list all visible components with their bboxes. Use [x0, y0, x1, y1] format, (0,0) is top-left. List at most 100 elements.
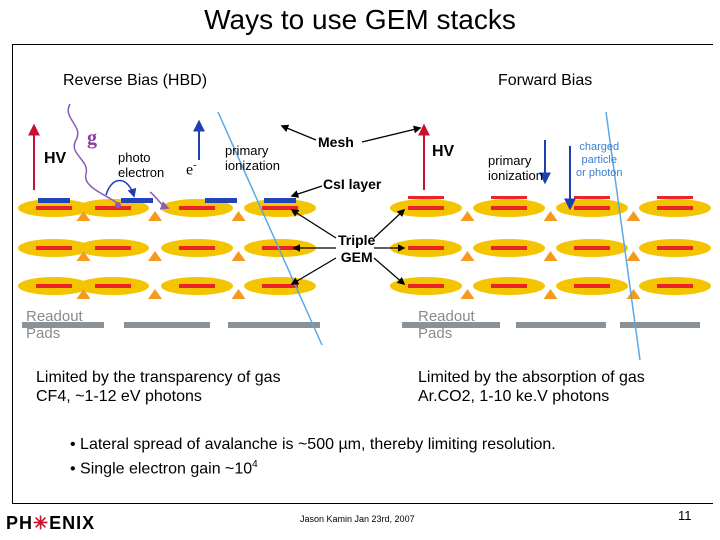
L-gem-electrode: [262, 206, 298, 210]
left-readout-pad: [124, 322, 210, 328]
left-limit-line-2: CF4, ~1-12 eV photons: [36, 388, 202, 405]
L-gem-hole: [231, 211, 246, 221]
L-gem-hole: [76, 289, 91, 299]
left-particle-track: [217, 111, 323, 346]
gamma-symbol: g: [87, 127, 97, 149]
right-particle-track: [605, 111, 641, 361]
L-gem-hole: [231, 251, 246, 261]
right-pads-line: Pads: [418, 325, 453, 342]
gem-pointer-3: [290, 257, 337, 285]
L-gem-electrode: [262, 284, 298, 288]
photo-electron-arrow: [105, 179, 137, 198]
right-primary-line: primary: [488, 153, 532, 168]
electron-symbol: e-: [186, 160, 197, 179]
R-gem-electrode: [574, 246, 610, 250]
right-readout-line: Readout: [418, 308, 475, 325]
R-gem-electrode: [408, 284, 444, 288]
mesh-pointer-left: [280, 124, 317, 141]
R-gem-hole: [460, 251, 475, 261]
R-gem-electrode: [491, 284, 527, 288]
reverse-bias-heading: Reverse Bias (HBD): [63, 72, 208, 89]
mesh-pointer-right: [361, 125, 422, 143]
photo-line: photo: [118, 150, 151, 165]
L-gem-electrode: [262, 246, 298, 250]
L-gem-hole: [76, 211, 91, 221]
bullet-list: • Lateral spread of avalanche is ~500 µm…: [70, 435, 556, 479]
page-number: 11: [678, 508, 692, 523]
forward-bias-heading: Forward Bias: [498, 72, 593, 89]
R-gem-electrode: [408, 246, 444, 250]
right-readout-pad: [402, 322, 500, 328]
csi-layer-label: CsI layer: [323, 176, 382, 192]
csi-photocathode-segment: [121, 198, 153, 203]
L-gem-hole: [231, 289, 246, 299]
right-ionization-line: ionization: [488, 168, 543, 183]
left-primary-ionization-label: primary ionization: [225, 143, 280, 173]
csi-photocathode-segment: [38, 198, 70, 203]
charged-line-1: charged: [579, 141, 620, 153]
R-gem-hole: [543, 251, 558, 261]
R-gem-hole: [543, 289, 558, 299]
right-top-electrode: [491, 196, 527, 199]
R-gem-hole: [626, 211, 641, 221]
L-gem-electrode: [36, 206, 72, 210]
charged-line-2: particle: [581, 154, 617, 166]
electron-drift-arrow: [149, 191, 170, 210]
photon-path: [67, 103, 119, 205]
right-primary-ionization-label: primary ionization: [488, 153, 543, 183]
L-gem-electrode: [36, 284, 72, 288]
left-limit-line-1: Limited by the transparency of gas: [36, 369, 281, 386]
triple-line: Triple: [338, 232, 376, 248]
L-gem-electrode: [95, 284, 131, 288]
left-primary-line: primary: [225, 143, 269, 158]
photo-electron-label: photo electron: [118, 150, 164, 180]
slide-title: Ways to use GEM stacks: [204, 4, 516, 35]
L-gem-electrode: [36, 246, 72, 250]
gem-line: GEM: [340, 249, 373, 265]
electron-line: electron: [118, 165, 165, 180]
phoenix-mark-icon: ✳: [33, 513, 50, 533]
L-gem-electrode: [95, 246, 131, 250]
R-gem-hole: [626, 289, 641, 299]
right-limit-line-1: Limited by the absorption of gas: [418, 369, 645, 386]
phenix-logo: PH✳ENIX: [6, 513, 96, 533]
L-gem-hole: [148, 211, 162, 221]
bullet-lateral-spread: • Lateral spread of avalanche is ~500 µm…: [70, 436, 556, 453]
csi-photocathode-segment: [264, 198, 296, 203]
R-gem-electrode: [657, 284, 693, 288]
mesh-label: Mesh: [318, 134, 354, 150]
left-readout-pads-label: Readout Pads: [26, 308, 83, 342]
left-ionization-line: ionization: [225, 158, 280, 173]
L-gem-electrode: [179, 284, 215, 288]
right-limit-line-2: Ar.CO2, 1-10 ke.V photons: [418, 388, 610, 405]
right-readout-pad: [516, 322, 606, 328]
right-hv-label: HV: [432, 143, 455, 160]
L-gem-electrode: [179, 246, 215, 250]
charged-line-3: or photon: [576, 167, 623, 179]
R-gem-hole: [626, 251, 641, 261]
L-gem-electrode: [95, 206, 131, 210]
slide-frame: [12, 44, 713, 504]
right-top-electrode: [574, 196, 610, 199]
gem-pointer-4: [373, 208, 406, 239]
R-gem-electrode: [657, 206, 693, 210]
left-readout-pad: [228, 322, 320, 328]
photon-hit: [115, 202, 121, 208]
left-hv-label: HV: [44, 150, 67, 167]
right-readout-pad: [620, 322, 700, 328]
right-top-electrode: [657, 196, 693, 199]
right-limit-note: Limited by the absorption of gas Ar.CO2,…: [418, 368, 645, 406]
left-readout-pad: [22, 322, 104, 328]
right-readout-pads-label: Readout Pads: [418, 308, 475, 342]
triple-gem-label: Triple GEM: [338, 232, 375, 266]
R-gem-electrode: [657, 246, 693, 250]
bullet-electron-gain: • Single electron gain ~104: [70, 459, 258, 478]
R-gem-electrode: [408, 206, 444, 210]
csi-pointer: [290, 185, 323, 198]
right-top-electrode: [408, 196, 444, 199]
csi-photocathode-segment: [205, 198, 237, 203]
gem-pointer-6: [373, 257, 406, 286]
R-gem-hole: [460, 211, 475, 221]
left-limit-note: Limited by the transparency of gas CF4, …: [36, 368, 281, 406]
